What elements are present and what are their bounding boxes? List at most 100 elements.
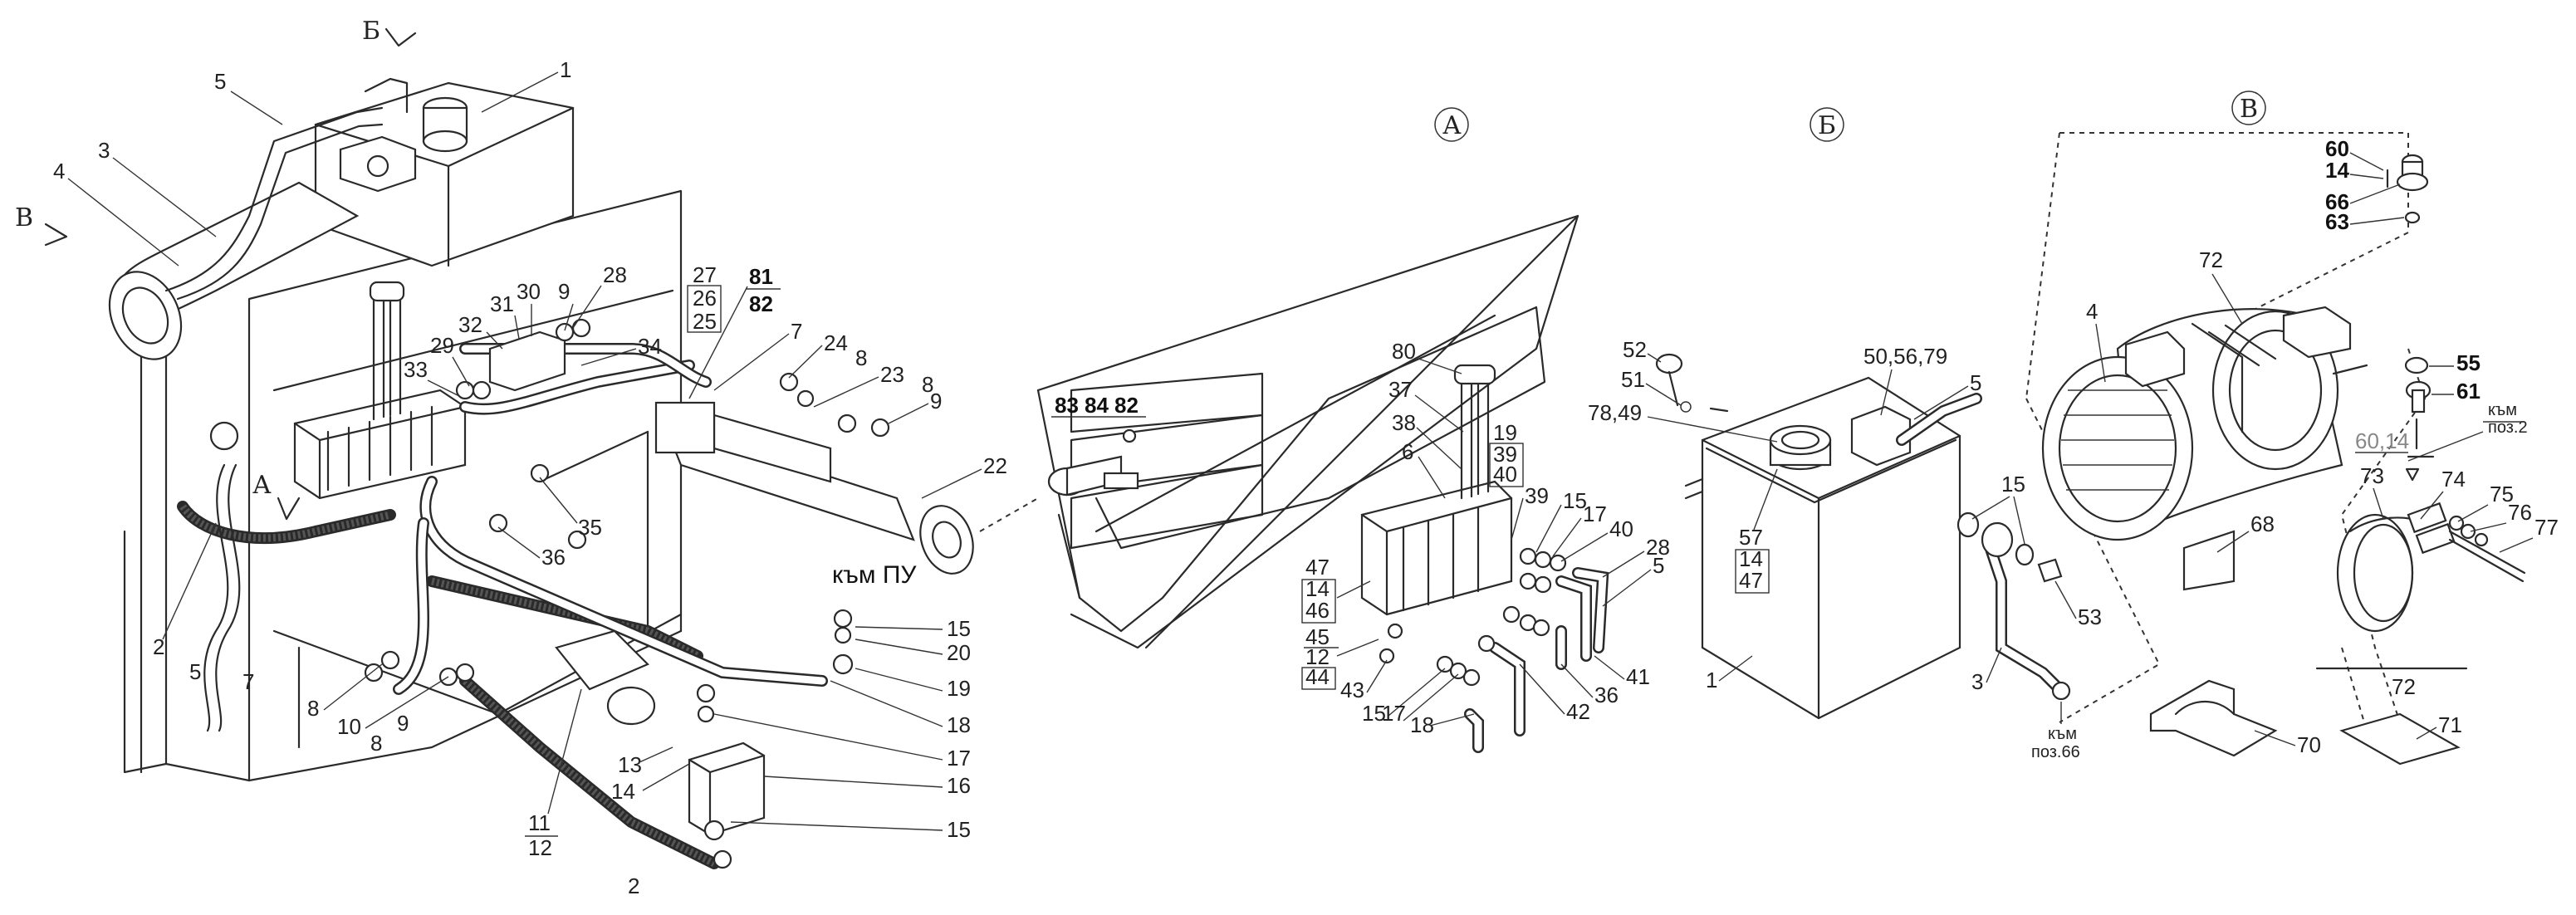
- va-callout-18: 18: [1410, 712, 1434, 737]
- callout-22: 22: [983, 453, 1007, 478]
- vv-callout-73: 73: [2360, 463, 2384, 488]
- vv-callout-71: 71: [2438, 712, 2462, 737]
- va-callout-28: 28: [1646, 535, 1670, 560]
- callout-17: 17: [947, 746, 971, 771]
- arrow-label-b: Б: [362, 17, 380, 46]
- callout-7-right: 7: [791, 319, 802, 344]
- callout-14: 14: [611, 779, 635, 804]
- vv-callout-4: 4: [2086, 299, 2098, 324]
- vv-callout-72-top: 72: [2199, 247, 2223, 272]
- va-callout-84: 84: [1085, 393, 1109, 418]
- arrow-label-a: А: [252, 471, 272, 500]
- callout-19: 19: [947, 676, 971, 701]
- callout-25: 25: [693, 309, 717, 334]
- callout-20: 20: [947, 640, 971, 665]
- vv-callout-76: 76: [2508, 500, 2532, 525]
- va-callout-15b: 15: [1362, 701, 1386, 726]
- va-callout-46: 46: [1305, 598, 1330, 623]
- callout-10: 10: [337, 714, 361, 739]
- vv-callout-75: 75: [2490, 482, 2514, 506]
- va-callout-39-top: 39: [1493, 442, 1517, 467]
- view-v: В: [2025, 91, 2526, 766]
- callout-23: 23: [880, 362, 904, 387]
- callout-8-bottom: 8: [370, 731, 382, 756]
- va-callout-14: 14: [1305, 576, 1330, 601]
- callout-8-left: 8: [307, 696, 319, 721]
- link-dashed: [979, 497, 1039, 532]
- va-callout-44: 44: [1305, 664, 1330, 689]
- callout-33: 33: [404, 357, 428, 382]
- callout-7-left: 7: [242, 669, 254, 694]
- vb-callout-51: 51: [1621, 367, 1645, 392]
- vb-callout-53: 53: [2078, 604, 2102, 629]
- vb-callout-1: 1: [1706, 668, 1717, 692]
- callout-81: 81: [749, 264, 773, 289]
- callout-34: 34: [638, 334, 662, 359]
- callout-8-mid: 8: [855, 345, 867, 370]
- callout-5-left: 5: [189, 659, 201, 684]
- va-callout-12: 12: [1305, 644, 1330, 669]
- vv-callout-70: 70: [2297, 732, 2321, 757]
- callout-9-top: 9: [558, 279, 570, 304]
- callout-26: 26: [693, 286, 717, 311]
- vb-callout-78-49: 78,49: [1588, 400, 1642, 425]
- view-b: Б: [1655, 107, 2071, 720]
- vb-note-to-line1: към: [2048, 725, 2077, 743]
- callout-3: 3: [98, 138, 110, 163]
- vv-callout-14: 14: [2325, 158, 2349, 183]
- callout-29: 29: [430, 333, 454, 358]
- vv-callout-66: 66: [2325, 189, 2349, 214]
- callout-5-top: 5: [214, 69, 226, 94]
- vb-callout-3: 3: [1971, 669, 1983, 694]
- view-v-title: В: [2240, 95, 2258, 124]
- vv-callout-61: 61: [2456, 379, 2481, 404]
- callout-27: 27: [693, 262, 717, 287]
- va-callout-6: 6: [1402, 439, 1413, 464]
- vb-callout-47: 47: [1739, 568, 1763, 593]
- callout-36: 36: [541, 545, 566, 570]
- va-callout-82: 82: [1114, 393, 1139, 418]
- vb-callout-14: 14: [1739, 546, 1763, 571]
- va-callout-41: 41: [1626, 664, 1650, 689]
- callout-18: 18: [947, 712, 971, 737]
- va-callout-37: 37: [1388, 377, 1413, 402]
- callout-35: 35: [578, 515, 602, 540]
- vb-callout-52: 52: [1623, 337, 1647, 362]
- callout-2-bottom: 2: [628, 873, 639, 898]
- va-callout-42: 42: [1566, 699, 1590, 724]
- vv-callout-74: 74: [2441, 467, 2466, 492]
- va-callout-40-top: 40: [1493, 462, 1517, 487]
- arrow-label-v: В: [15, 203, 33, 232]
- callout-11: 11: [528, 810, 551, 835]
- view-a-title: А: [1442, 111, 1462, 140]
- callout-32: 32: [458, 312, 482, 337]
- vv-callout-63: 63: [2325, 209, 2349, 234]
- callout-9-bottom: 9: [397, 711, 409, 736]
- vv-callout-55: 55: [2456, 350, 2481, 375]
- callout-16: 16: [947, 773, 971, 798]
- vv-callout-72-bottom: 72: [2392, 674, 2416, 699]
- note-to-pu: към ПУ: [832, 561, 917, 589]
- va-callout-36: 36: [1594, 683, 1619, 707]
- va-callout-83: 83: [1055, 393, 1079, 418]
- view-b-title: Б: [1818, 111, 1836, 140]
- view-b-callouts: 52 51 78,49 50,56,79 5 57 14 47 1 15 53 …: [1588, 337, 2102, 761]
- va-callout-5: 5: [1653, 553, 1664, 578]
- vb-callout-57: 57: [1739, 525, 1763, 550]
- main-callouts: Б В А 1 5 3 4 2 5 7 8 10 8 9 11 12 13 14…: [15, 17, 1007, 898]
- callout-30: 30: [517, 279, 541, 304]
- va-callout-17: 17: [1583, 502, 1607, 526]
- vv-note-to-line2: поз.2: [2488, 418, 2528, 437]
- vv-note-to-line1: към: [2488, 401, 2517, 419]
- vv-callout-68: 68: [2250, 511, 2275, 536]
- vb-callout-5: 5: [1970, 370, 1981, 395]
- va-callout-17b: 17: [1382, 701, 1406, 726]
- main-assembly: [44, 27, 974, 869]
- va-callout-43: 43: [1340, 678, 1364, 702]
- vv-callout-60: 60: [2325, 136, 2349, 161]
- va-callout-47: 47: [1305, 555, 1330, 580]
- callout-1: 1: [560, 57, 571, 82]
- callout-12: 12: [528, 835, 552, 860]
- callout-13: 13: [618, 752, 642, 777]
